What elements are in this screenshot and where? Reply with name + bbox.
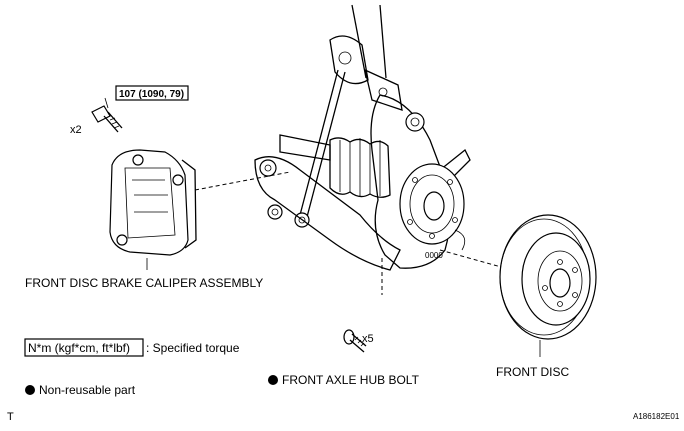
caliper-bolt-quantity: x2 (70, 124, 82, 136)
legend-torque-box (24, 338, 144, 357)
caliper-label: FRONT DISC BRAKE CALIPER ASSEMBLY (25, 276, 263, 290)
front-disc-rotor (499, 214, 597, 357)
torque-spec-label: 107 (1090, 79) (119, 89, 184, 100)
legend-torque-description: : Specified torque (146, 341, 240, 355)
svg-text:0000: 0000 (425, 251, 443, 260)
footer-mark: T (7, 411, 14, 423)
figure-id: A186182E01 (633, 412, 680, 421)
strut-shock-absorber (329, 4, 403, 111)
leader-lines (104, 97, 513, 295)
legend-non-reusable-label: Non-reusable part (39, 383, 136, 397)
hub-bolt-label: FRONT AXLE HUB BOLT (282, 373, 420, 387)
front-axle-hub-bolt (343, 329, 367, 353)
front-disc-brake-caliper-assembly (109, 149, 197, 256)
lower-control-arm (254, 156, 401, 271)
legend-torque-units: N*m (kgf*cm, ft*lbf) (28, 341, 130, 355)
torque-spec-box (115, 85, 189, 101)
non-reusable-icon (268, 375, 278, 385)
stabilizer-link (294, 69, 346, 228)
legend-non-reusable-icon (25, 385, 35, 395)
hub-bolt-quantity: x5 (362, 333, 374, 345)
caliper-mounting-bolt (91, 105, 123, 133)
drive-shaft-cv-boot (279, 134, 391, 198)
axle-hub (399, 163, 466, 251)
front-disc-label: FRONT DISC (496, 365, 569, 379)
